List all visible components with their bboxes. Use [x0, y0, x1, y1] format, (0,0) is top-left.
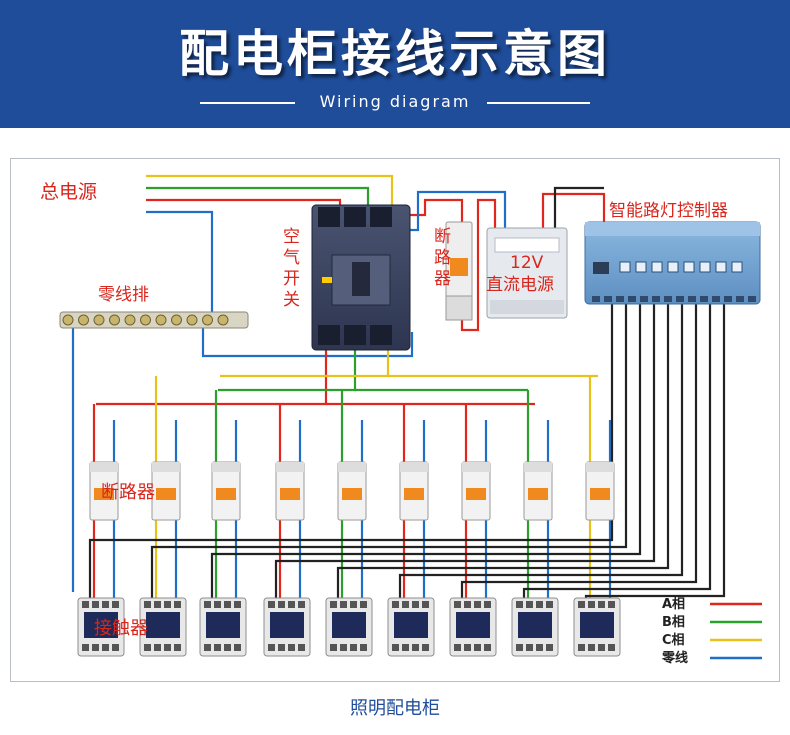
- control-line-9: [584, 304, 726, 598]
- main-feed-neutral: [146, 210, 214, 320]
- label-main-power: 总电源: [40, 181, 97, 203]
- label-power-supply-dc: 直流电源: [486, 275, 554, 295]
- psu-to-controller-a: [541, 192, 606, 228]
- air-switch: [311, 204, 411, 351]
- label-neutral-bar: 零线排: [98, 285, 149, 305]
- devices: [59, 204, 761, 657]
- main-feed-b: [146, 186, 370, 212]
- legend-label-a: A相: [662, 596, 685, 612]
- label-breaker-small: 断路器: [434, 227, 451, 289]
- control-line-6: [398, 304, 684, 598]
- contactor-row: [77, 597, 621, 657]
- contactor-2: [139, 597, 187, 657]
- contactor-3: [199, 597, 247, 657]
- control-line-4: [274, 304, 656, 598]
- control-line-5: [336, 304, 670, 598]
- main-feed-c: [146, 174, 394, 212]
- breaker-7: [461, 461, 491, 521]
- breaker-5: [337, 461, 367, 521]
- breaker-9: [585, 461, 615, 521]
- breaker-small-feed-n: [408, 190, 507, 232]
- breaker-small-feed-a: [408, 198, 464, 222]
- main-feed-a: [146, 198, 342, 212]
- contactor-6: [387, 597, 435, 657]
- label-controller: 智能路灯控制器: [609, 201, 728, 221]
- control-line-3: [210, 304, 642, 598]
- control-line-8: [522, 304, 712, 598]
- breaker-4: [275, 461, 305, 521]
- wires: [71, 174, 726, 598]
- legend-label-b: B相: [662, 614, 685, 630]
- contactor-7: [449, 597, 497, 657]
- header-banner: 配电柜接线示意图 Wiring diagram: [0, 0, 790, 128]
- label-contactors-row: 接触器: [94, 618, 148, 639]
- legend: A相 B相 C相 零线: [661, 596, 762, 666]
- psu-to-controller-ctl: [553, 186, 604, 228]
- contactor-4: [263, 597, 311, 657]
- bus-c-left: [220, 350, 390, 378]
- header-divider-right: [487, 102, 590, 104]
- caption: 照明配电柜: [350, 698, 440, 719]
- contactor-1: [77, 597, 125, 657]
- legend-label-c: C相: [662, 632, 685, 648]
- neutral-bar: [59, 311, 249, 329]
- breaker-8: [523, 461, 553, 521]
- breaker-small: [445, 221, 473, 321]
- control-line-2: [150, 304, 628, 598]
- breaker-6: [399, 461, 429, 521]
- legend-label-neutral: 零线: [661, 650, 688, 666]
- label-air-switch: 空气开关: [283, 227, 300, 310]
- page-title: 配电柜接线示意图: [179, 25, 611, 83]
- breaker-2: [151, 461, 181, 521]
- contactor-5: [325, 597, 373, 657]
- lamp-controller: [584, 221, 761, 305]
- contactor-8: [511, 597, 559, 657]
- breaker-row: [89, 461, 615, 521]
- breaker-1: [89, 461, 119, 521]
- contactor-9: [573, 597, 621, 657]
- label-breakers-row: 断路器: [101, 482, 155, 503]
- control-line-1: [88, 304, 614, 598]
- control-line-7: [460, 304, 698, 598]
- page-subtitle: Wiring diagram: [319, 92, 471, 111]
- header-divider-left: [200, 102, 295, 104]
- switch-neutral-return: [201, 328, 414, 358]
- power-supply: [486, 227, 568, 319]
- breaker-3: [211, 461, 241, 521]
- label-power-supply-12v: 12V: [510, 253, 544, 273]
- psu-feed-a: [460, 198, 497, 332]
